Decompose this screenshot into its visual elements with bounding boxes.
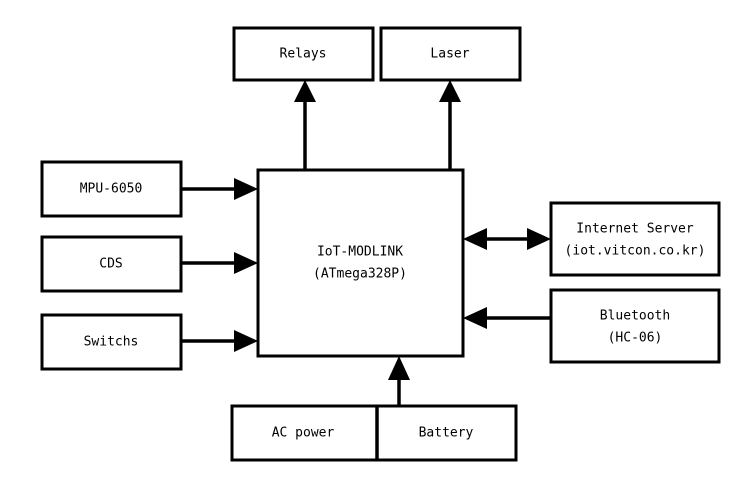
cds-label: CDS [99,257,122,272]
switchs-block [40,313,183,371]
bluetooth-block [549,288,721,364]
relays-label: Relays [280,47,327,62]
internet-server-label: Internet Server [576,222,694,237]
arrow-from-mpu-6050 [181,178,258,200]
atmega-label: (ATmega328P) [313,267,407,282]
laser-label: Laser [430,47,469,62]
hc-06-label: (HC-06) [608,331,663,346]
internet-server-block [549,201,721,277]
arrow-to-relays [294,80,316,170]
laser-block [379,26,522,82]
arrow-from-switchs [181,330,258,352]
mpu-6050-label: MPU-6050 [80,182,143,197]
arrow-from-power [375,356,410,460]
bidirectional-arrow-internet-server [463,228,551,250]
relays-block [232,26,375,82]
iot-modlink-block [256,168,465,358]
arrow-to-laser [439,80,461,170]
ac-power-block [230,404,379,462]
bluetooth-label: Bluetooth [600,309,670,324]
arrow-from-bluetooth [463,307,551,329]
server-address-label: (iot.vitcon.co.kr) [565,244,706,259]
arrow-from-cds [181,252,258,274]
switchs-label: Switchs [84,335,139,350]
mpu-6050-block [40,160,183,218]
battery-block [375,404,518,462]
iot-modlink-label: IoT-MODLINK [317,245,403,260]
battery-label: Battery [419,426,474,441]
ac-power-label: AC power [272,426,335,441]
